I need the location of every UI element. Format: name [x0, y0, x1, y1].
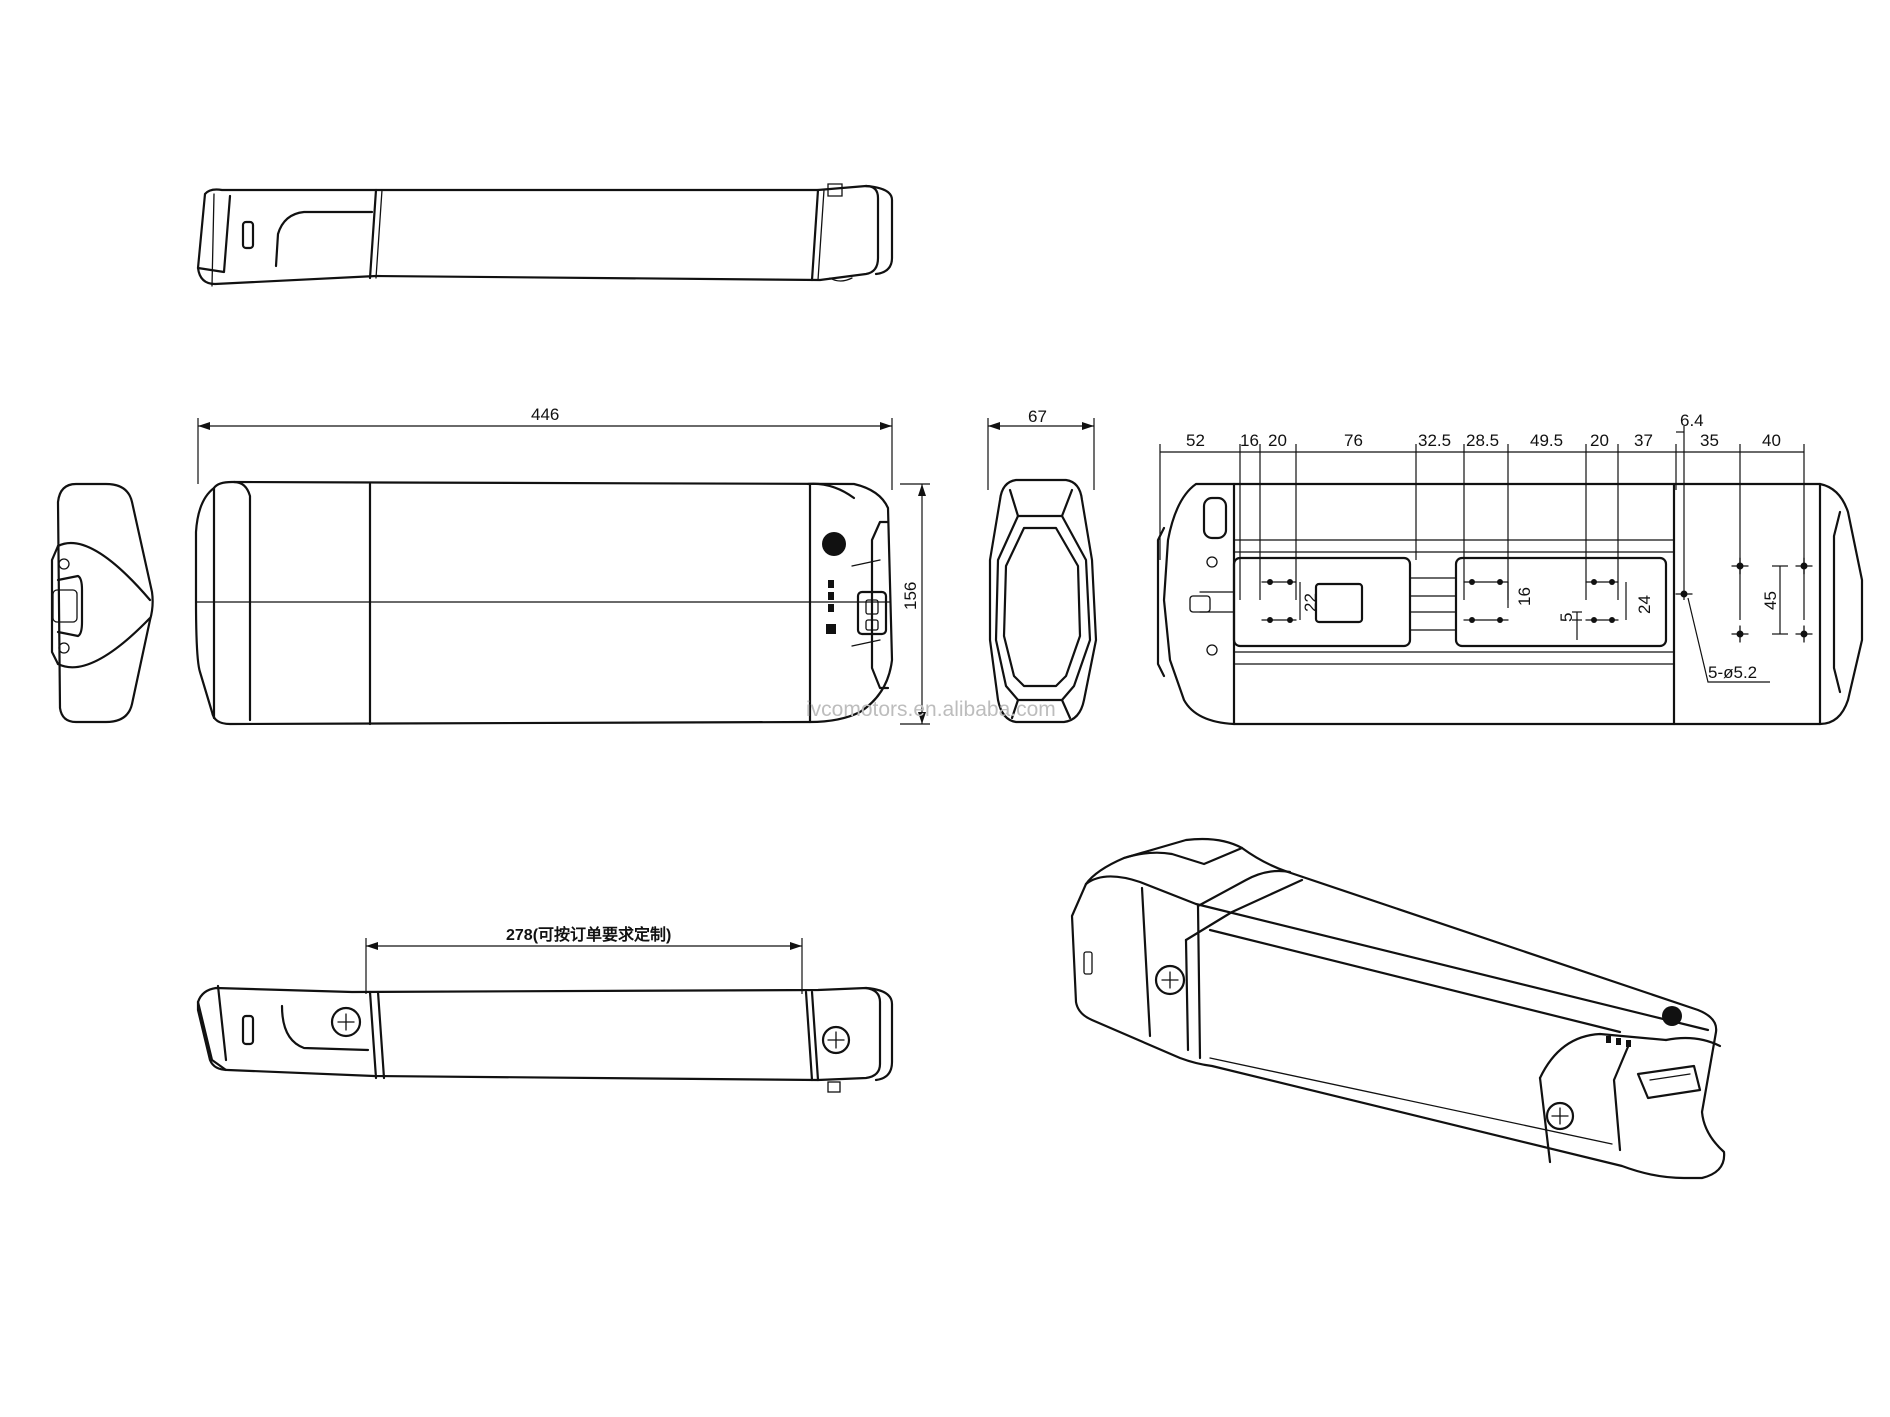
- dim-spacing-11: 35: [1700, 431, 1719, 450]
- dim-spacing-6: 28.5: [1466, 431, 1499, 450]
- dim-spacing-5: 32.5: [1418, 431, 1451, 450]
- dim-hole-5: 5: [1557, 613, 1576, 622]
- dim-hole-16: 16: [1515, 587, 1534, 606]
- dim-spacing-3: 20: [1268, 431, 1287, 450]
- front-view: 446 156: [194, 405, 930, 726]
- mounting-holes: [1261, 557, 1813, 643]
- right-end-view: 67: [987, 407, 1098, 724]
- dim-spacing-10: 6.4: [1680, 411, 1704, 430]
- dim-spacing-12: 40: [1762, 431, 1781, 450]
- dim-spacing-7: 49.5: [1530, 431, 1563, 450]
- bottom-view: 52 16 20 76 32.5 28.5 49.5 20 37 6.4 35 …: [1156, 411, 1864, 726]
- dim-rail-length: 278(可按订单要求定制): [506, 925, 671, 944]
- dim-spacing-4: 76: [1344, 431, 1363, 450]
- left-end-view: [50, 482, 154, 724]
- dim-overall-height: 156: [901, 582, 920, 610]
- isometric-view: [1070, 837, 1726, 1180]
- dim-hole-22: 22: [1301, 593, 1320, 612]
- hole-callout: 5-ø5.2: [1708, 663, 1757, 682]
- lower-side-view: 278(可按订单要求定制): [196, 925, 894, 1093]
- dim-spacing-2: 16: [1240, 431, 1259, 450]
- watermark: ivcomotors.en.alibaba.com: [806, 698, 1056, 721]
- dim-hole-45: 45: [1761, 591, 1780, 610]
- dim-hole-24: 24: [1635, 595, 1654, 614]
- dim-spacing-8: 20: [1590, 431, 1609, 450]
- dim-spacing-9: 37: [1634, 431, 1653, 450]
- top-view: [196, 183, 894, 287]
- dim-overall-width: 67: [1028, 407, 1047, 426]
- dim-overall-length: 446: [531, 405, 559, 424]
- dim-spacing-1: 52: [1186, 431, 1205, 450]
